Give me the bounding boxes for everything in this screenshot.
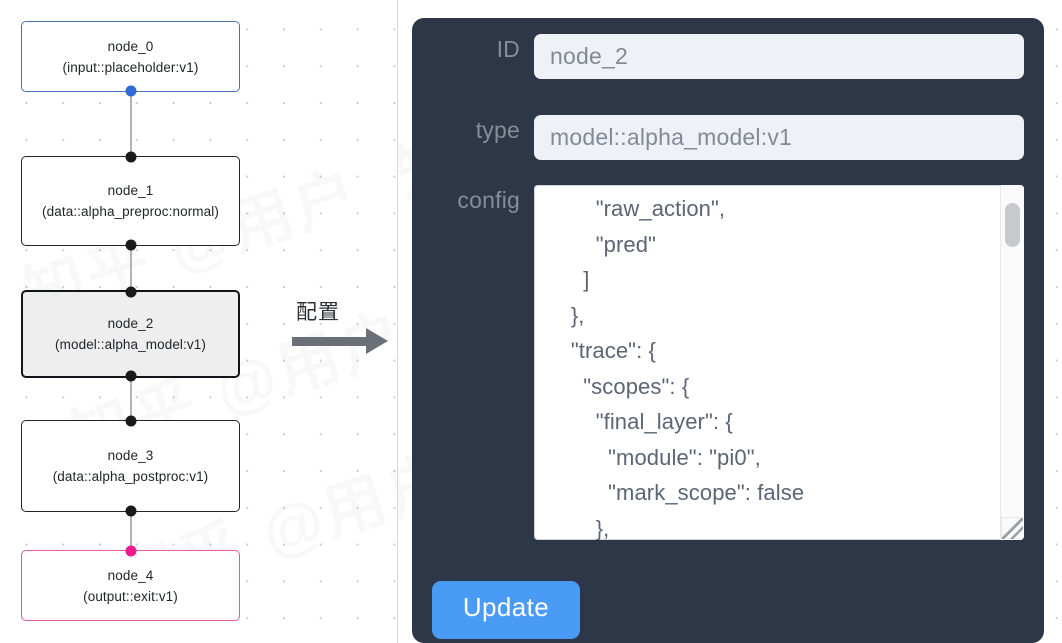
flow-node-label: node_1(data::alpha_preproc:normal) (42, 183, 219, 219)
flow-node-label: node_0(input::placeholder:v1) (62, 38, 199, 75)
arrow-head-icon (366, 328, 388, 354)
node-handle-source[interactable] (125, 239, 136, 251)
arrow-shaft-icon (292, 337, 368, 346)
canvas-divider (397, 0, 398, 643)
config-textarea[interactable]: "raw_action", "pred" ] }, "trace": { "sc… (570, 196, 805, 540)
flow-node-label: node_4(output::exit:v1) (83, 567, 178, 604)
flow-node-node_3[interactable]: node_3(data::alpha_postproc:v1) (21, 415, 240, 517)
node-handle-source[interactable] (125, 505, 136, 517)
id-label: ID (496, 36, 520, 62)
type-input[interactable] (534, 115, 1024, 160)
edge-node2-node3 (130, 378, 133, 420)
id-input[interactable] (534, 34, 1024, 79)
node-handle-source[interactable] (125, 85, 136, 97)
arrow-caption: 配置 (296, 300, 340, 324)
edge-node3-node4 (130, 512, 133, 550)
type-label: type (475, 117, 520, 143)
node-handle-source[interactable] (125, 370, 136, 382)
node-handle-target[interactable] (125, 151, 136, 163)
field-row-id: ID (412, 34, 1024, 79)
flow-node-node_2[interactable]: node_2(model::alpha_model:v1) (21, 286, 240, 382)
flow-node-node_0[interactable]: node_0(input::placeholder:v1) (21, 21, 240, 97)
update-button[interactable]: Update (432, 581, 580, 639)
node-handle-target[interactable] (125, 286, 136, 298)
node-handle-target[interactable] (125, 415, 136, 427)
flow-node-node_1[interactable]: node_1(data::alpha_preproc:normal) (21, 151, 240, 251)
field-row-config: config "raw_action", "pred" ] }, "trace"… (412, 185, 1024, 540)
edge-node1-node2 (130, 246, 133, 290)
edge-node0-node1 (130, 92, 133, 156)
resize-handle-icon[interactable] (1001, 517, 1023, 539)
flow-node-node_4[interactable]: node_4(output::exit:v1) (21, 545, 240, 621)
flow-node-label: node_2(model::alpha_model:v1) (55, 316, 206, 352)
transition-arrow-group: 配置 (292, 296, 392, 362)
config-textarea-wrapper[interactable]: "raw_action", "pred" ] }, "trace": { "sc… (534, 185, 1024, 540)
config-scrollbar-thumb[interactable] (1005, 203, 1020, 247)
flow-node-label: node_3(data::alpha_postproc:v1) (52, 448, 209, 484)
config-scrollbar[interactable] (1000, 185, 1024, 540)
field-row-type: type (412, 115, 1024, 160)
config-panel: ID type config "raw_action", "pred" ] },… (412, 18, 1044, 643)
config-label: config (457, 187, 520, 213)
node-handle-target[interactable] (125, 545, 136, 557)
